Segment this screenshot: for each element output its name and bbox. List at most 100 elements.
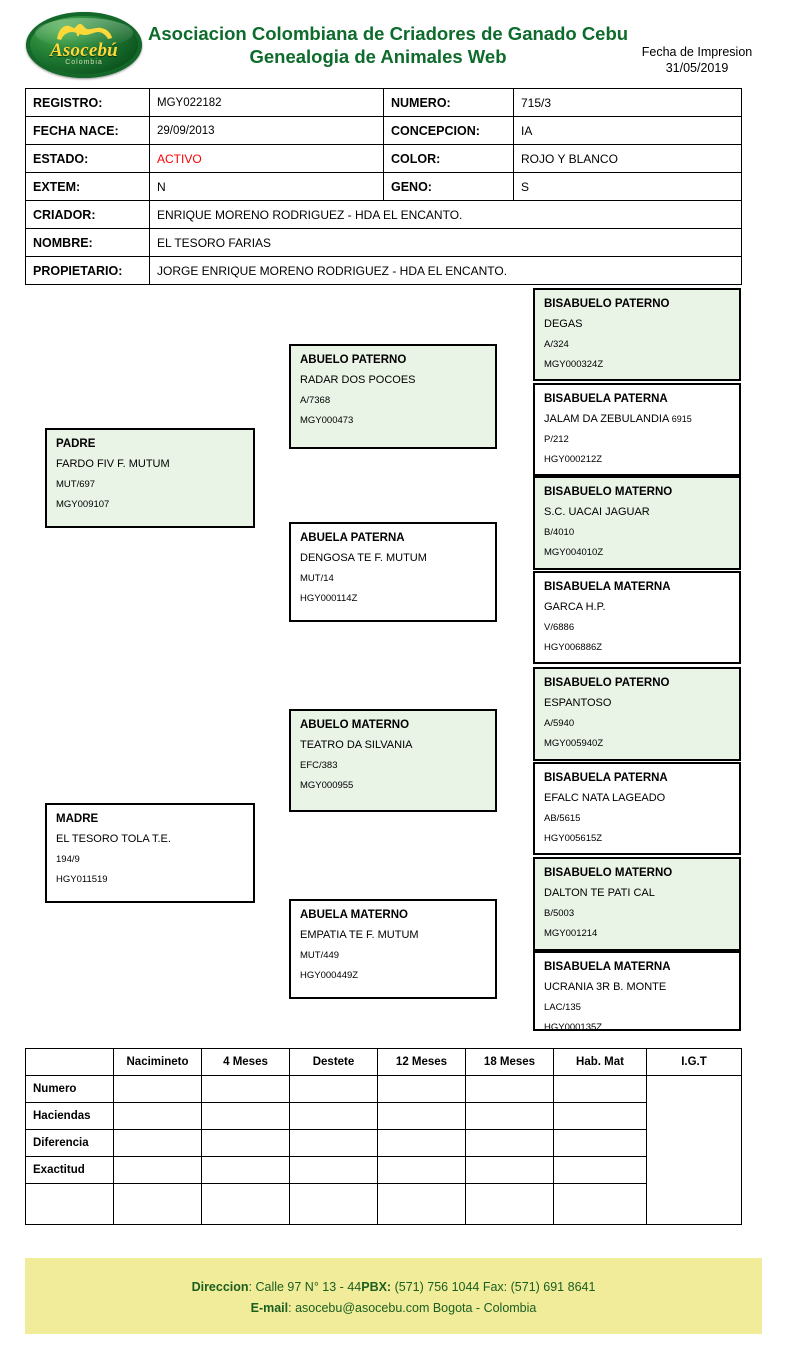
stats-cell: [553, 1129, 647, 1157]
concepcion-value: IA: [513, 116, 742, 145]
stats-cell: [201, 1129, 290, 1157]
table-header-row: Nacimineto 4 Meses Destete 12 Meses 18 M…: [25, 1048, 742, 1076]
box-registration: MGY000324Z: [544, 359, 604, 370]
stats-cell: [113, 1156, 202, 1184]
box-title: ABUELA MATERNO: [300, 909, 408, 921]
box-code: AB/5615: [544, 813, 581, 824]
numero-value: 715/3: [513, 88, 742, 117]
box-name: EFALC NATA LAGEADO: [544, 792, 666, 804]
numero-label: NUMERO:: [383, 88, 514, 117]
stats-cell: [289, 1102, 378, 1130]
box-code: 194/9: [56, 854, 80, 865]
box-name: DALTON TE PATI CAL: [544, 887, 655, 899]
pedigree-box-madre[interactable]: MADRE EL TESORO TOLA T.E. 194/9 HGY01151…: [45, 803, 255, 903]
box-title: ABUELO MATERNO: [300, 719, 410, 731]
stats-cell: [465, 1156, 554, 1184]
registro-label: REGISTRO:: [25, 88, 150, 117]
box-name: ESPANTOSO: [544, 697, 612, 709]
stats-cell: [201, 1183, 290, 1225]
nombre-label: NOMBRE:: [25, 228, 150, 257]
pedigree-box-abuelo-paterno[interactable]: ABUELO PATERNO RADAR DOS POCOES A/7368 M…: [289, 344, 497, 449]
box-registration: MGY000473: [300, 415, 354, 426]
pedigree-box-bisabuela-paterna-1[interactable]: BISABUELA PATERNA JALAM DA ZEBULANDIA 69…: [533, 383, 741, 476]
box-name: JALAM DA ZEBULANDIA 6915: [544, 413, 730, 426]
pedigree-box-abuela-paterna[interactable]: ABUELA PATERNA DENGOSA TE F. MUTUM MUT/1…: [289, 522, 497, 622]
fecha-nace-value: 29/09/2013: [149, 116, 384, 145]
pedigree-box-abuelo-materno[interactable]: ABUELO MATERNO TEATRO DA SILVANIA EFC/38…: [289, 709, 497, 812]
stats-cell: [377, 1156, 466, 1184]
performance-stats-table: Nacimineto 4 Meses Destete 12 Meses 18 M…: [25, 1048, 742, 1225]
box-code: MUT/14: [300, 573, 334, 584]
box-code: A/5940: [544, 718, 575, 729]
pedigree-box-padre[interactable]: PADRE FARDO FIV F. MUTUM MUT/697 MGY0091…: [45, 428, 255, 528]
pedigree-box-bisabuela-materna-1[interactable]: BISABUELA MATERNA GARCA H.P. V/6886 HGY0…: [533, 571, 741, 664]
box-title: MADRE: [56, 813, 99, 825]
concepcion-label: CONCEPCION:: [383, 116, 514, 145]
table-row: NOMBRE: EL TESORO FARIAS: [25, 228, 742, 257]
footer-pbx-label: PBX:: [361, 1280, 392, 1294]
table-row: REGISTRO: MGY022182 NUMERO: 715/3: [25, 88, 742, 117]
stats-row-label-numero: Numero: [25, 1075, 114, 1103]
stats-cell: [113, 1102, 202, 1130]
table-row: EXTEM: N GENO: S: [25, 172, 742, 201]
box-title: ABUELA PATERNA: [300, 532, 405, 544]
pedigree-box-bisabuela-paterna-2[interactable]: BISABUELA PATERNA EFALC NATA LAGEADO AB/…: [533, 762, 741, 855]
box-title: BISABUELO MATERNO: [544, 486, 673, 498]
footer-address-line: Direccion: Calle 97 N° 13 - 44PBX: (571)…: [25, 1277, 762, 1298]
pedigree-box-bisabuelo-materno-1[interactable]: BISABUELO MATERNO S.C. UACAI JAGUAR B/40…: [533, 476, 741, 570]
table-row: Exactitud: [25, 1156, 742, 1184]
box-name: DEGAS: [544, 318, 583, 330]
box-name: EMPATIA TE F. MUTUM: [300, 929, 419, 941]
pedigree-box-bisabuela-materna-2[interactable]: BISABUELA MATERNA UCRANIA 3R B. MONTE LA…: [533, 951, 741, 1033]
stats-cell: [377, 1129, 466, 1157]
box-name: TEATRO DA SILVANIA: [300, 739, 413, 751]
stats-cell: [465, 1129, 554, 1157]
footer-email-value: : asocebu@asocebu.com Bogota - Colombia: [288, 1301, 537, 1315]
nombre-value: EL TESORO FARIAS: [149, 228, 742, 257]
stats-col-habmat: Hab. Mat: [553, 1048, 647, 1076]
extem-value: N: [149, 172, 384, 201]
page-footer: Direccion: Calle 97 N° 13 - 44PBX: (571)…: [25, 1258, 762, 1334]
box-registration: HGY005615Z: [544, 833, 603, 844]
stats-cell: [289, 1156, 378, 1184]
pedigree-box-bisabuelo-paterno-2[interactable]: BISABUELO PATERNO ESPANTOSO A/5940 MGY00…: [533, 667, 741, 761]
extem-label: EXTEM:: [25, 172, 150, 201]
stats-cell: [553, 1156, 647, 1184]
box-registration: HGY006886Z: [544, 642, 603, 653]
box-name-suffix: 6915: [671, 414, 692, 424]
table-row: [25, 1183, 742, 1225]
color-value: ROJO Y BLANCO: [513, 144, 742, 173]
box-code: V/6886: [544, 622, 575, 633]
box-title: BISABUELO PATERNO: [544, 298, 670, 310]
footer-pbx-value: (571) 756 1044 Fax: (571) 691 8641: [391, 1280, 596, 1294]
box-title: BISABUELA PATERNA: [544, 393, 668, 405]
box-code: P/212: [544, 434, 569, 445]
stats-cell-igt: [646, 1075, 742, 1225]
box-registration: HGY000449Z: [300, 970, 359, 981]
stats-row-label-diferencia: Diferencia: [25, 1129, 114, 1157]
registro-value: MGY022182: [149, 88, 384, 117]
box-code: B/4010: [544, 527, 575, 538]
status-badge: ACTIVO: [149, 144, 384, 173]
propietario-label: PROPIETARIO:: [25, 256, 150, 285]
fecha-nace-label: FECHA NACE:: [25, 116, 150, 145]
box-registration: MGY000955: [300, 780, 354, 791]
stats-cell: [201, 1102, 290, 1130]
pedigree-box-bisabuelo-materno-2[interactable]: BISABUELO MATERNO DALTON TE PATI CAL B/5…: [533, 857, 741, 951]
stats-col-4meses: 4 Meses: [201, 1048, 290, 1076]
box-title: BISABUELO PATERNO: [544, 677, 670, 689]
box-title: BISABUELA PATERNA: [544, 772, 668, 784]
box-code: MUT/449: [300, 950, 340, 961]
pedigree-box-bisabuelo-paterno-1[interactable]: BISABUELO PATERNO DEGAS A/324 MGY000324Z: [533, 288, 741, 381]
print-date-label: Fecha de Impresion: [641, 45, 753, 59]
box-code: MUT/697: [56, 479, 96, 490]
stats-cell: [553, 1075, 647, 1103]
propietario-value: JORGE ENRIQUE MORENO RODRIGUEZ - HDA EL …: [149, 256, 742, 285]
pedigree-box-abuela-materno[interactable]: ABUELA MATERNO EMPATIA TE F. MUTUM MUT/4…: [289, 899, 497, 999]
page-title: Asociacion Colombiana de Criadores de Ga…: [148, 22, 628, 68]
box-code: EFC/383: [300, 760, 338, 771]
stats-cell: [201, 1075, 290, 1103]
table-row: Diferencia: [25, 1129, 742, 1157]
geno-label: GENO:: [383, 172, 514, 201]
stats-cell: [289, 1183, 378, 1225]
